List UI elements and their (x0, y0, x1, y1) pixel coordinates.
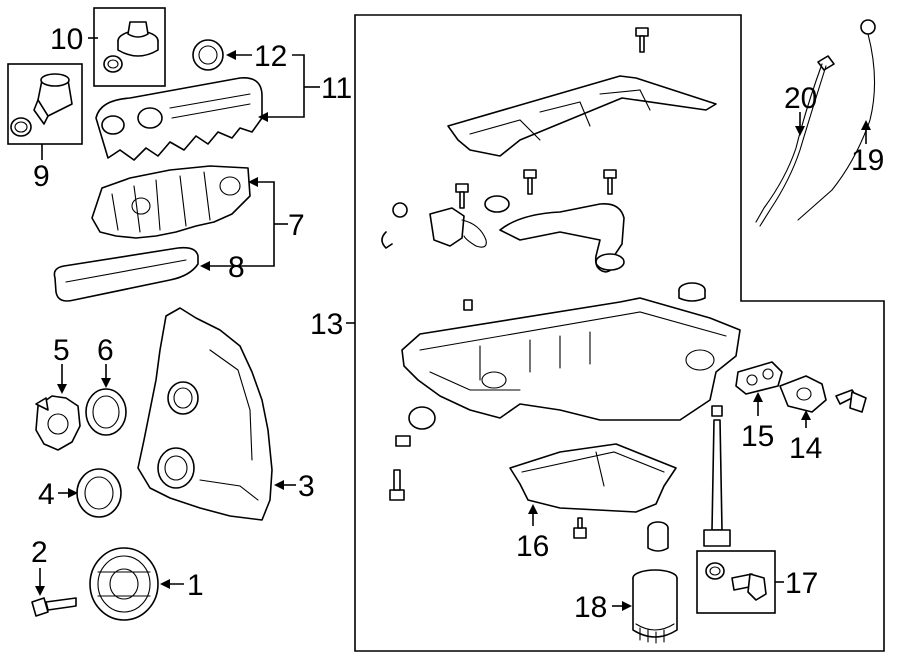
callout-14: 14 (789, 432, 822, 465)
oil-adapter-part (779, 375, 867, 413)
callout-9: 9 (33, 160, 50, 193)
sensor-plate-part (35, 395, 81, 451)
callout-labels: 10 12 11 9 7 8 5 6 4 3 2 1 13 16 15 14 1… (31, 23, 884, 624)
adapter-gasket-part (735, 361, 783, 395)
oil-filter-fitting-part (705, 562, 767, 601)
callout-15: 15 (741, 420, 774, 453)
callout-1: 1 (187, 569, 204, 602)
timing-cover-part (137, 307, 273, 521)
callout-2: 2 (31, 536, 48, 569)
callout-3: 3 (298, 470, 315, 503)
callout-5: 5 (53, 334, 70, 367)
crankshaft-seal-part (76, 468, 122, 518)
intake-manifold-part (91, 165, 251, 239)
group-box-9 (7, 63, 83, 145)
grommet-seal-part (192, 39, 224, 71)
callout-16: 16 (516, 530, 549, 563)
callout-4: 4 (38, 478, 55, 511)
callout-7: 7 (288, 209, 305, 242)
callout-17: 17 (785, 567, 818, 600)
callout-19: 19 (851, 144, 884, 177)
group-box-10 (93, 7, 166, 87)
callout-18: 18 (574, 591, 607, 624)
oil-pan-assembly-part (381, 27, 741, 547)
callout-10: 10 (50, 23, 83, 56)
callout-13: 13 (310, 308, 343, 341)
oil-filter-part (632, 569, 678, 644)
callout-11: 11 (321, 72, 352, 105)
oil-filler-cap-part (103, 21, 159, 73)
dipstick-part (797, 19, 876, 221)
leader-lines (35, 37, 871, 611)
dipstick-tube-part (755, 55, 835, 227)
callout-20: 20 (784, 82, 817, 115)
callout-6: 6 (97, 334, 114, 367)
valve-cover-part (95, 77, 263, 161)
balancer-bolt-part (31, 597, 77, 617)
intake-gasket-part (53, 246, 199, 302)
harmonic-balancer-part (89, 547, 159, 621)
lower-oil-pan-part (509, 443, 677, 552)
breather-tube-part (10, 73, 73, 137)
group-box-13 (354, 14, 885, 652)
callout-12: 12 (254, 40, 287, 73)
seal-ring-part (85, 388, 127, 436)
callout-8: 8 (228, 251, 245, 284)
